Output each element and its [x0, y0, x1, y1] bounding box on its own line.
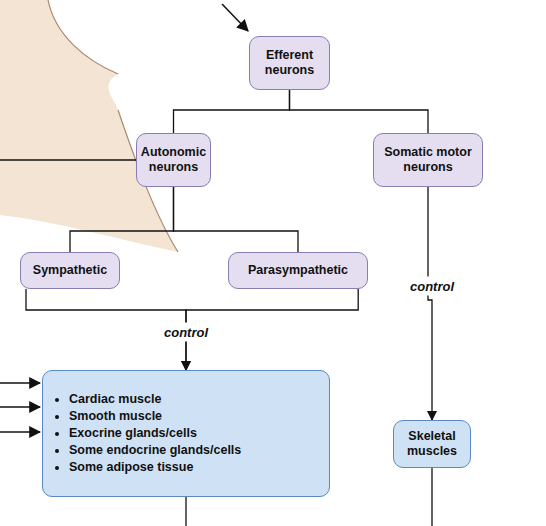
jaw-outline [48, 0, 118, 74]
node-label: Autonomic neurons [137, 145, 210, 175]
list-item: Some adipose tissue [69, 459, 241, 476]
item-list: Cardiac muscleSmooth muscleExocrine glan… [49, 391, 241, 476]
node-label: Efferent neurons [250, 48, 329, 78]
input-arrow [0, 382, 40, 384]
connector [186, 289, 358, 370]
edge-label: control [407, 277, 457, 296]
input-arrow [222, 4, 248, 31]
node-label: Somatic motor neurons [374, 145, 482, 175]
input-arrow [0, 431, 40, 433]
neck-skin [0, 0, 178, 252]
process-box: Sympathetic [20, 252, 120, 289]
connector [428, 187, 432, 420]
connector [290, 90, 429, 133]
process-box: Parasympathetic [228, 252, 368, 289]
process-box: Somatic motor neurons [373, 133, 483, 187]
node-label: Sympathetic [33, 263, 107, 278]
connector [174, 187, 299, 252]
output-line [185, 497, 186, 526]
edge-label: control [161, 323, 211, 342]
target-box: Skeletal muscles [393, 420, 471, 468]
input-line [0, 159, 136, 160]
node-label: Skeletal muscles [394, 429, 470, 459]
process-box: Autonomic neurons [136, 133, 211, 187]
input-arrow [0, 406, 40, 408]
node-label: Parasympathetic [248, 263, 348, 278]
list-item: Some endocrine glands/cells [69, 442, 241, 459]
output-line [431, 468, 432, 526]
list-item: Exocrine glands/cells [69, 425, 241, 442]
connector [174, 90, 290, 133]
process-box: Efferent neurons [249, 36, 330, 90]
connector [70, 187, 174, 252]
target-box: Cardiac muscleSmooth muscleExocrine glan… [42, 370, 330, 497]
list-item: Cardiac muscle [69, 391, 241, 408]
list-item: Smooth muscle [69, 408, 241, 425]
